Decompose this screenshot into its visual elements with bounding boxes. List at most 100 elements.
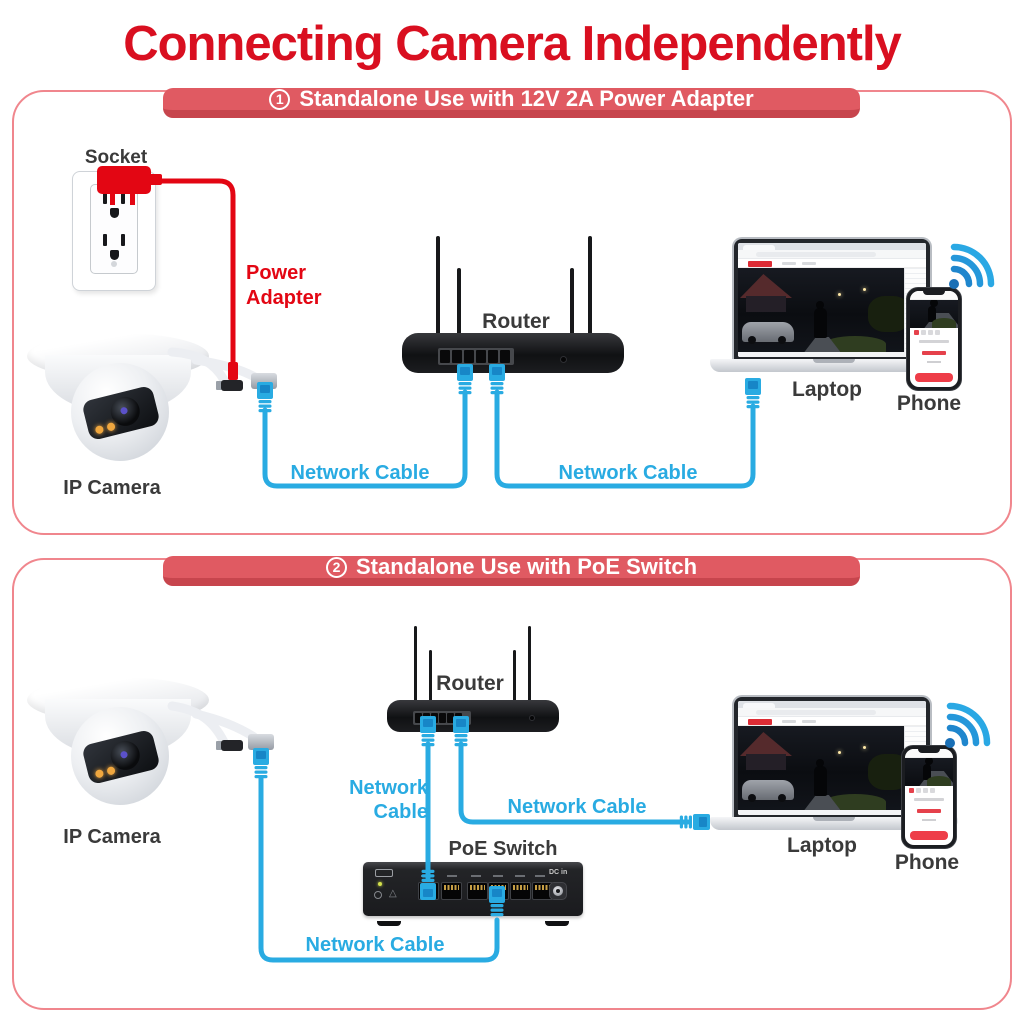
section-1-number-badge: 1	[269, 88, 291, 110]
scene-person	[923, 758, 934, 780]
scene-bush	[868, 296, 904, 332]
router-port	[476, 350, 486, 363]
camera-ball-head	[71, 363, 169, 461]
menu-item	[782, 720, 796, 723]
network-cable-label-3: Network Cable	[349, 777, 428, 823]
port-marking	[493, 875, 503, 877]
menu-item	[802, 720, 816, 723]
outlet-slot	[121, 192, 125, 204]
scene-car	[742, 780, 794, 802]
app-controls-row	[905, 786, 953, 795]
outlet-slot	[121, 234, 125, 246]
car-wheel	[748, 336, 756, 344]
laptop-1-label: Laptop	[792, 378, 862, 401]
scene-streetlight	[837, 751, 841, 755]
switch-port-1	[418, 882, 439, 900]
scene-person	[814, 759, 828, 796]
browser-tab-strip	[738, 243, 926, 250]
scene-roof	[740, 274, 792, 298]
router-antenna	[513, 650, 516, 702]
switch-port-5	[510, 882, 531, 900]
laptop-2-label: Laptop	[787, 834, 857, 857]
scene-house	[746, 754, 786, 770]
phone-2	[901, 745, 957, 849]
app-text-line	[914, 798, 944, 801]
browser-window	[738, 701, 926, 815]
scene-path	[804, 337, 841, 352]
phone-notch	[918, 749, 940, 753]
browser-window	[738, 243, 926, 357]
camera-front-face	[81, 384, 161, 442]
adapter-prong	[110, 192, 115, 205]
app-control	[930, 788, 935, 793]
port-marking	[535, 875, 545, 877]
app-control	[914, 330, 919, 335]
laptop-screen	[732, 237, 932, 359]
switch-spec-tag	[375, 869, 393, 877]
car-wheel	[748, 794, 756, 802]
switch-power-led	[378, 882, 382, 886]
phone-notch	[923, 291, 945, 295]
router-port-strip	[413, 711, 471, 725]
app-controls-row	[910, 328, 958, 337]
router-port	[431, 713, 438, 723]
port-marking	[515, 875, 525, 877]
scene-house	[746, 296, 786, 312]
browser-content	[738, 726, 926, 810]
socket-screw	[111, 261, 117, 267]
dc-in-label: DC in	[549, 869, 568, 876]
switch-port-3	[467, 882, 488, 900]
browser-tab	[743, 703, 775, 708]
camera-led	[106, 421, 116, 432]
app-control	[916, 788, 921, 793]
player-toolbar	[738, 810, 926, 815]
router-1-label: Router	[482, 310, 550, 333]
router-port-strip	[438, 348, 514, 365]
app-video-feed	[905, 758, 953, 786]
scene-lawn	[927, 776, 951, 786]
scene-person	[814, 301, 828, 338]
app-nav-bar	[905, 749, 953, 758]
phone-screen	[905, 749, 953, 845]
page-title: Connecting Camera Independently	[123, 17, 902, 71]
section-2-number-badge: 2	[325, 556, 347, 578]
camera-video-feed	[738, 726, 904, 810]
router-port	[440, 350, 450, 363]
socket-outlet-bottom	[96, 231, 132, 265]
app-toolbar	[738, 259, 926, 268]
switch-port-2	[441, 882, 462, 900]
router-port	[447, 713, 454, 723]
app-primary-button	[910, 831, 948, 840]
router-port	[423, 713, 430, 723]
router-button	[560, 356, 567, 363]
dc-power-jack	[549, 882, 567, 900]
router-antenna	[436, 236, 440, 336]
router-port	[500, 350, 510, 363]
adapter-prong	[130, 192, 135, 205]
section-2-heading: Standalone Use with PoE Switch	[355, 554, 698, 579]
camera-front-face	[81, 728, 161, 786]
camera-led	[106, 765, 116, 776]
car-wheel	[778, 336, 786, 344]
router-antenna	[528, 626, 531, 702]
section-2-banner: 2 Standalone Use with PoE Switch	[163, 554, 860, 586]
router-antenna	[588, 236, 592, 336]
router-port	[488, 350, 498, 363]
router-2-label: Router	[436, 672, 504, 695]
network-cable-label-5: Network Cable	[305, 934, 445, 956]
laptop-base	[710, 817, 958, 830]
network-cable-label-4: Network Cable	[507, 796, 647, 818]
car-wheel	[778, 794, 786, 802]
outlet-ground-hole	[110, 208, 119, 218]
network-cable-label-1: Network Cable	[290, 462, 430, 484]
browser-address-bar	[738, 708, 926, 717]
router-button	[529, 715, 535, 721]
camera-led	[94, 424, 105, 435]
poe-switch: △ DC in	[363, 858, 583, 926]
ip-camera-1	[25, 333, 225, 483]
power-adapter-plug	[97, 166, 162, 205]
phone-screen	[910, 291, 958, 387]
router-port	[464, 350, 474, 363]
app-control	[928, 330, 933, 335]
